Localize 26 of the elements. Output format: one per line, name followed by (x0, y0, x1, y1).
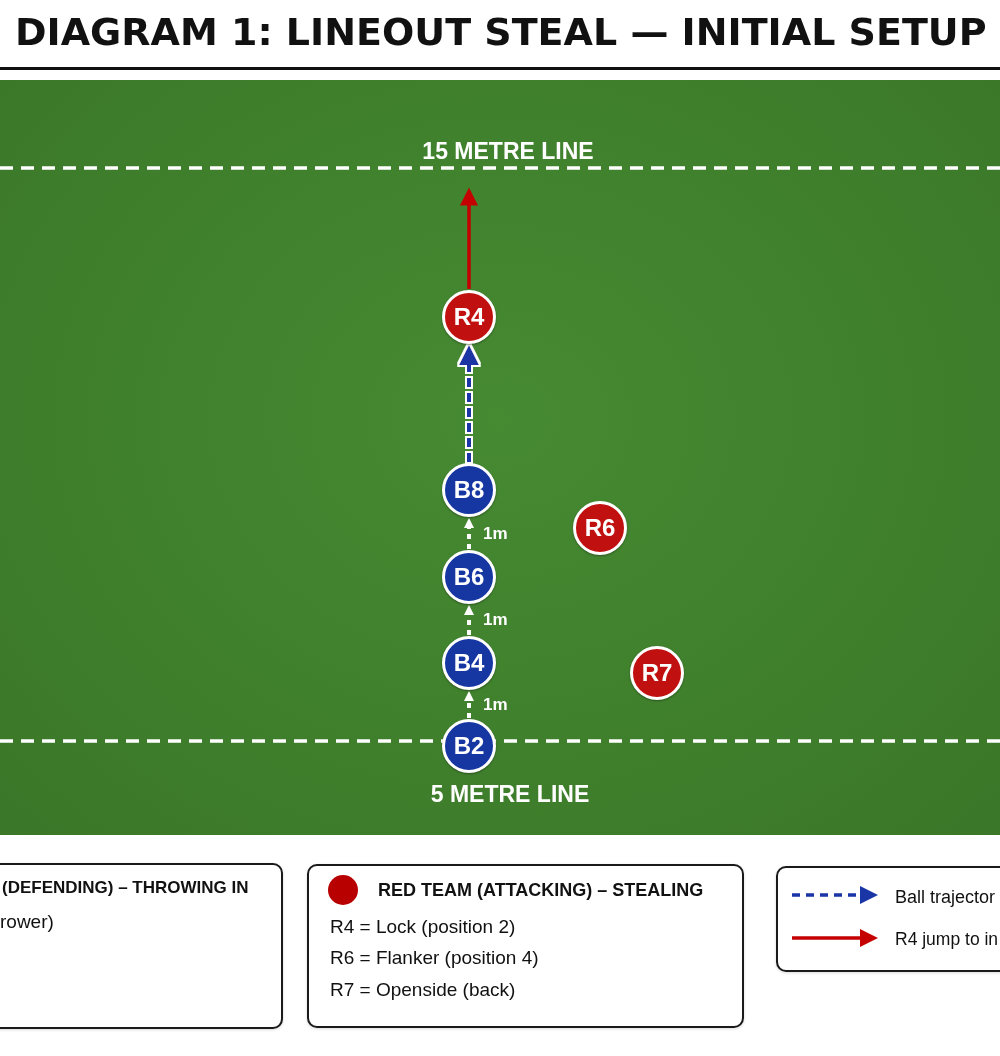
edge-label: 1m (483, 610, 508, 631)
player-marker: R6 (573, 501, 627, 555)
legend-text: R4 jump to in (895, 929, 999, 951)
player-marker: B2 (442, 719, 496, 773)
diagram-title: DIAGRAM 1: LINEOUT STEAL — INITIAL SETUP (15, 10, 987, 56)
legend-text: (DEFENDING) – THROWING IN (2, 877, 249, 899)
edge-label: 1m (483, 694, 508, 715)
line-label: 15 METRE LINE (422, 138, 594, 166)
legend-text: RED TEAM (ATTACKING) – STEALING (378, 880, 704, 902)
player-marker: B4 (442, 636, 496, 690)
legend-text: R7 = Openside (back) (330, 978, 516, 1002)
line-label: 5 METRE LINE (430, 781, 590, 809)
player-marker: B8 (442, 463, 496, 517)
player-marker: R7 (630, 646, 684, 700)
legend-text: R4 = Lock (position 2) (330, 915, 516, 939)
player-marker: R4 (442, 290, 496, 344)
edge-label: 1m (483, 523, 508, 544)
arrow (460, 187, 478, 289)
legend-text: R6 = Flanker (position 4) (330, 946, 539, 970)
legend-text: rower) (0, 910, 54, 934)
dashed-arrow (464, 518, 474, 549)
dashed-arrow (464, 605, 474, 635)
legend-text: Ball trajector (895, 887, 996, 909)
dashed-arrow (459, 345, 479, 462)
player-marker: B6 (442, 550, 496, 604)
dashed-arrow (464, 691, 474, 718)
